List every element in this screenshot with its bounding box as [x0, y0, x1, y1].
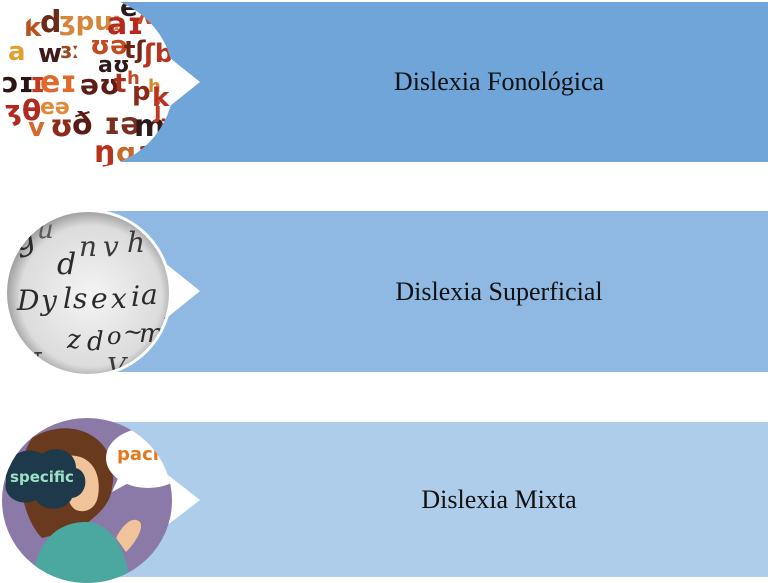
svg-text:a: a	[8, 37, 26, 67]
svg-text:g: g	[116, 136, 136, 168]
svg-text:~: ~	[123, 318, 143, 346]
svg-text:n: n	[79, 230, 97, 263]
diagram-row-1: Dislexia Fonológica k d ʒpuː aɪ e ʌ a w …	[0, 0, 768, 168]
svg-text:z: z	[66, 325, 81, 355]
svg-text:d: d	[57, 247, 76, 282]
banner-shape-2	[100, 211, 768, 372]
label-dislexia-superficial: Dislexia Superficial	[395, 276, 603, 306]
svg-text:tʃ: tʃ	[124, 36, 146, 64]
svg-text:t: t	[114, 69, 126, 99]
banner-shape-1	[100, 2, 768, 162]
svg-text:ʊ: ʊ	[50, 109, 73, 144]
scrambled-letters-icon: g u d n v h D y l s e x i a z d o ~ m i	[7, 212, 169, 377]
phonetic-symbols-image: k d ʒpuː aɪ e ʌ a w ɜː ʊə tʃ ʃb aʊ ɔɪ ɪ …	[2, 0, 174, 168]
svg-text:h: h	[127, 68, 140, 89]
svg-text:N: N	[14, 347, 43, 377]
svg-text:w: w	[38, 39, 62, 69]
svg-text:eɪ: eɪ	[40, 65, 77, 100]
svg-text:ɔɪ: ɔɪ	[2, 66, 34, 99]
svg-text:h: h	[127, 226, 145, 259]
svg-text:d: d	[40, 5, 61, 40]
banner-shape-3	[100, 422, 768, 577]
speech-bubble-image: specific pacific	[2, 418, 172, 583]
svg-text:d: d	[87, 327, 104, 357]
svg-text:y: y	[39, 284, 58, 317]
svg-text:aʊ: aʊ	[98, 53, 130, 78]
svg-text:ʊə: ʊə	[90, 31, 128, 61]
dyslexia-word-image: g u d n v h D y l s e x i a z d o ~ m i	[4, 209, 172, 377]
svg-text:ɜː: ɜː	[60, 39, 79, 64]
phonetic-symbols-icon: k d ʒpuː aɪ e ʌ a w ɜː ʊə tʃ ʃb aʊ ɔɪ ɪ …	[2, 0, 174, 168]
svg-text:ŋ: ŋ	[94, 135, 115, 168]
svg-text:p: p	[132, 77, 151, 107]
svg-text:D: D	[16, 284, 39, 317]
banner-2: Dislexia Superficial	[100, 211, 768, 372]
svg-text:o: o	[107, 322, 121, 350]
svg-text:aɪ: aɪ	[107, 7, 144, 42]
svg-text:v: v	[103, 230, 119, 263]
thought-text: specific	[10, 468, 74, 486]
svg-text:k: k	[24, 13, 42, 43]
svg-text:u: u	[37, 215, 54, 245]
svg-text:əʊ: əʊ	[80, 68, 121, 101]
svg-text:e: e	[91, 282, 108, 315]
svg-text:j: j	[153, 99, 162, 124]
svg-text:v: v	[28, 113, 45, 143]
svg-text:h: h	[148, 76, 161, 97]
svg-text:l: l	[63, 282, 72, 315]
svg-text:ɪə: ɪə	[104, 107, 141, 142]
svg-text:eə: eə	[40, 95, 70, 120]
banner-1: Dislexia Fonológica	[100, 2, 768, 162]
svg-text:ð: ð	[72, 107, 93, 142]
diagram-row-2: Dislexia Superficial g u d n v h D y l	[0, 209, 768, 377]
svg-text:ɪ: ɪ	[30, 66, 45, 99]
diagram-row-3: Dislexia Mixta specific pacific	[0, 418, 768, 583]
label-dislexia-mixta: Dislexia Mixta	[421, 484, 577, 514]
banner-3: Dislexia Mixta	[100, 422, 768, 577]
svg-text:ʒpuː: ʒpuː	[59, 7, 122, 37]
speech-bubble-person-icon: specific pacific	[2, 418, 172, 583]
svg-text:k: k	[152, 83, 170, 113]
svg-text:s: s	[73, 282, 87, 315]
svg-text:V: V	[107, 353, 128, 377]
svg-text:a: a	[141, 278, 158, 311]
svg-text:x: x	[111, 282, 127, 315]
svg-text:i: i	[131, 280, 140, 313]
label-dislexia-fonologica: Dislexia Fonológica	[393, 67, 605, 96]
